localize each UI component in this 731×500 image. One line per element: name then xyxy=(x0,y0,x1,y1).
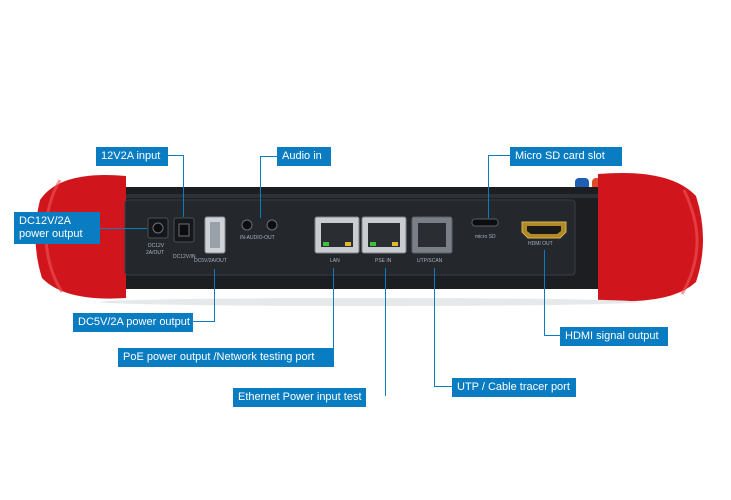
audio-out-jack xyxy=(266,219,278,231)
leader-poe xyxy=(333,268,334,357)
leader-utp xyxy=(434,268,435,387)
audio-in-jack xyxy=(241,219,253,231)
callout-ethernet-power-test: Ethernet Power input test xyxy=(233,388,366,407)
leader-dc12v-out xyxy=(100,228,147,229)
label-hdmi-out: HDMI OUT xyxy=(528,241,553,247)
leader-micro-sd xyxy=(488,155,510,156)
callout-poe-output: PoE power output /Network testing port xyxy=(118,348,334,367)
callout-utp-tracer: UTP / Cable tracer port xyxy=(452,378,576,397)
callout-audio-in: Audio in xyxy=(277,147,331,166)
micro-sd-slot xyxy=(471,218,499,227)
leader-hdmi xyxy=(544,335,560,336)
callout-hdmi-output: HDMI signal output xyxy=(560,327,668,346)
leader-eth-power xyxy=(385,268,386,396)
leader-hdmi xyxy=(544,250,545,336)
label-dc12v-in: DC12V/IN xyxy=(173,254,196,260)
leader-dc5v xyxy=(193,321,215,322)
callout-dc5v-out: DC5V/2A power output xyxy=(73,313,193,332)
label-utp-scan: UTP/SCAN xyxy=(417,258,443,264)
label-micro-sd: micro SD xyxy=(475,234,496,240)
label-lan: LAN xyxy=(330,258,340,264)
right-bumper xyxy=(598,172,703,302)
label-pse-in: PSE IN xyxy=(375,258,392,264)
leader-audio xyxy=(260,156,261,218)
callout-12v2a-input: 12V2A input xyxy=(96,147,168,166)
label-audio: IN-AUDIO-OUT xyxy=(240,235,275,241)
callout-micro-sd: Micro SD card slot xyxy=(510,147,622,166)
leader-dc5v xyxy=(214,269,215,322)
callout-dc12v-out: DC12V/2A power output xyxy=(14,212,100,244)
label-dc12v-out-b: 2A/OUT xyxy=(146,250,165,256)
label-dc5v-out: DC5V/2A/OUT xyxy=(194,258,227,264)
leader-micro-sd xyxy=(488,155,489,218)
leader-utp xyxy=(434,386,452,387)
label-dc12v-out-a: DC12V xyxy=(148,243,165,249)
leader-audio xyxy=(260,156,278,157)
leader-12v2a xyxy=(168,155,184,156)
leader-12v2a xyxy=(183,155,184,217)
